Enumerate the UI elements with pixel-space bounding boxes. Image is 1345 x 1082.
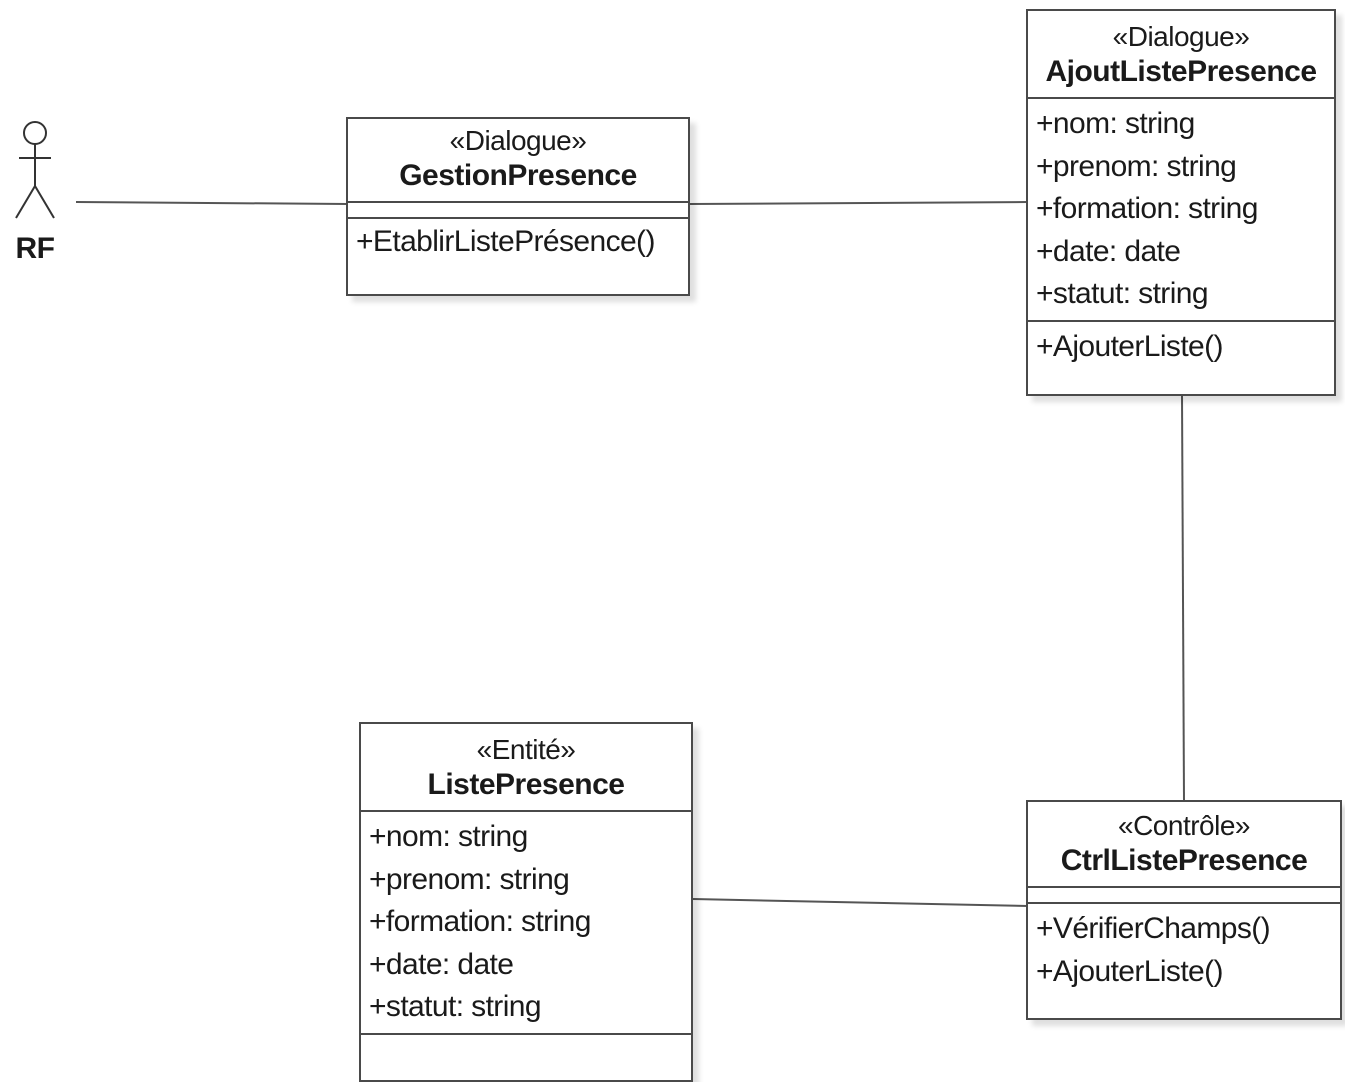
- class-attributes-empty: [1028, 888, 1340, 904]
- class-operation: +AjouterListe(): [1036, 329, 1224, 363]
- class-name: ListePresence: [427, 768, 625, 801]
- class-attributes: +nom: string +prenom: string +formation:…: [1028, 99, 1334, 322]
- association-liste-ctrl: [692, 898, 1029, 907]
- class-operation: +EtablirListePrésence(): [356, 225, 655, 258]
- association-gestion-ajout: [689, 201, 1029, 205]
- association-rf-gestion: [75, 201, 349, 205]
- class-operations: +AjouterListe(): [1028, 322, 1334, 373]
- stick-figure-icon: [15, 121, 55, 219]
- class-attribute: +formation: string: [369, 905, 591, 938]
- class-header: «Contrôle» CtrlListePresence: [1028, 802, 1340, 888]
- class-attribute: +formation: string: [1036, 192, 1258, 225]
- class-name: GestionPresence: [399, 159, 637, 192]
- class-liste-presence[interactable]: «Entité» ListePresence +nom: string +pre…: [359, 722, 693, 1082]
- class-stereotype: «Dialogue»: [1112, 21, 1250, 52]
- class-attribute: +date: date: [1036, 234, 1181, 268]
- class-attribute: +prenom: string: [1036, 149, 1237, 183]
- class-ajout-liste-presence[interactable]: «Dialogue» AjoutListePresence +nom: stri…: [1026, 9, 1336, 396]
- class-operations: +EtablirListePrésence(): [348, 219, 688, 268]
- class-attributes: +nom: string +prenom: string +formation:…: [361, 812, 691, 1035]
- actor-rf[interactable]: RF: [12, 118, 58, 266]
- actor-label: RF: [15, 232, 56, 265]
- class-attribute: +prenom: string: [369, 862, 570, 896]
- class-attribute: +nom: string: [1036, 107, 1195, 140]
- class-header: «Dialogue» AjoutListePresence: [1028, 11, 1334, 99]
- class-operation: +VérifierChamps(): [1036, 912, 1271, 945]
- class-name: CtrlListePresence: [1060, 844, 1308, 877]
- class-stereotype: «Entité»: [476, 734, 576, 765]
- class-attribute: +nom: string: [369, 820, 528, 853]
- class-attribute: +statut: string: [369, 990, 542, 1023]
- class-operations-empty: [361, 1035, 691, 1043]
- class-attribute: +date: date: [369, 947, 514, 981]
- association-ajout-ctrl: [1181, 394, 1185, 802]
- class-name: AjoutListePresence: [1045, 55, 1317, 88]
- class-stereotype: «Contrôle»: [1118, 810, 1250, 841]
- class-header: «Dialogue» GestionPresence: [348, 119, 688, 203]
- class-ctrl-liste-presence[interactable]: «Contrôle» CtrlListePresence +VérifierCh…: [1026, 800, 1342, 1020]
- class-stereotype: «Dialogue»: [449, 125, 587, 156]
- class-header: «Entité» ListePresence: [361, 724, 691, 812]
- class-operations: +VérifierChamps() +AjouterListe(): [1028, 904, 1340, 997]
- class-attribute: +statut: string: [1036, 277, 1209, 310]
- class-gestion-presence[interactable]: «Dialogue» GestionPresence +EtablirListe…: [346, 117, 690, 296]
- class-operation: +AjouterListe(): [1036, 954, 1224, 988]
- class-attributes-empty: [348, 203, 688, 219]
